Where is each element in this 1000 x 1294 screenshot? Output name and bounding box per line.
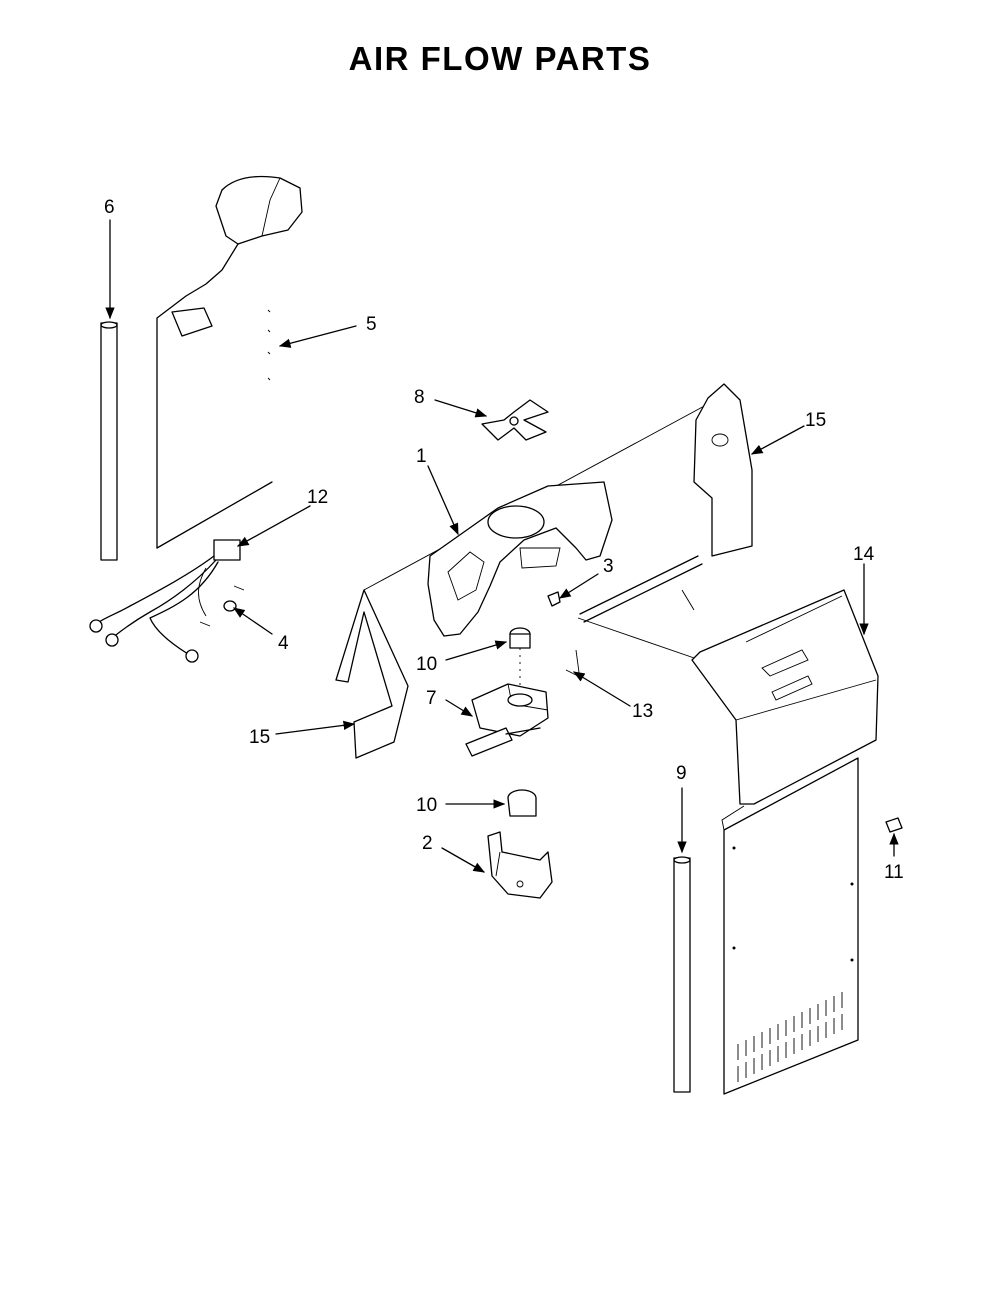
- callout-13: 13: [632, 701, 653, 722]
- callout-5: 5: [366, 314, 377, 335]
- part-10-grommet-upper: [509, 627, 531, 688]
- part-15-left-seal: [335, 589, 409, 759]
- callout-labels: 6 5 8 15 1 12 14 3 4 10 7 13 15 9 10 2 1…: [104, 197, 904, 883]
- callout-11: 11: [884, 862, 904, 883]
- part-2-motor-bracket: [487, 831, 553, 899]
- callout-6: 6: [104, 197, 115, 218]
- part-11-screw: [885, 817, 903, 833]
- leader-lines: [105, 219, 899, 873]
- vent-slots: [737, 992, 843, 1082]
- callout-10-upper: 10: [416, 654, 437, 675]
- part-12-wire-harness: [89, 539, 245, 663]
- part-1-fan-housing: [363, 403, 709, 637]
- callout-2: 2: [422, 833, 433, 854]
- callout-12: 12: [307, 487, 328, 508]
- part-8-fan-blade: [481, 399, 549, 441]
- callout-10-lower: 10: [416, 795, 437, 816]
- part-7-fan-motor: [465, 683, 549, 757]
- part-5-duct-panel: [156, 175, 303, 549]
- callout-4: 4: [278, 633, 289, 654]
- callout-8: 8: [414, 387, 425, 408]
- part-14-air-cover: [691, 589, 879, 1095]
- part-6-tube: [100, 321, 118, 561]
- part-10-grommet-lower: [507, 789, 537, 817]
- diagram-title: AIR FLOW PARTS: [348, 40, 652, 77]
- callout-1: 1: [416, 446, 427, 467]
- callout-7: 7: [426, 688, 437, 709]
- callout-9: 9: [676, 763, 687, 784]
- part-3-screw: [547, 591, 561, 607]
- callout-3: 3: [603, 556, 614, 577]
- callout-15-right: 15: [805, 410, 826, 431]
- part-9-tube: [673, 856, 691, 1093]
- callout-14: 14: [853, 544, 875, 565]
- part-15-right-seal: [693, 383, 753, 557]
- callout-15-left: 15: [249, 727, 270, 748]
